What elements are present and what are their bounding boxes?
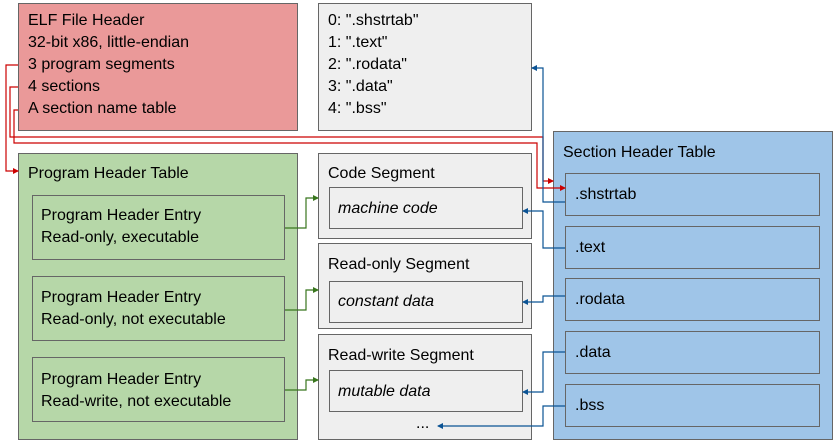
program-header-entry-flags: Read-only, executable bbox=[41, 229, 200, 246]
string-table-entry: 4: ".bss" bbox=[328, 100, 387, 117]
string-table-entry: 0: ".shstrtab" bbox=[328, 12, 419, 29]
elf-header-line: 32-bit x86, little-endian bbox=[28, 34, 189, 51]
segment-content: mutable data bbox=[329, 370, 523, 412]
section-name: .bss bbox=[575, 397, 605, 414]
elf-header-line: A section name table bbox=[28, 100, 177, 117]
elf-header-line: 4 sections bbox=[28, 78, 101, 95]
segment-title: Read-only Segment bbox=[328, 256, 470, 273]
section-header-table-title: Section Header Table bbox=[563, 144, 716, 161]
program-header-entry-label: Program Header Entry bbox=[41, 289, 202, 306]
program-header-entry: Program Header Entry Read-write, not exe… bbox=[32, 357, 285, 422]
section-header-entry-text: .text bbox=[565, 226, 820, 269]
section-name: .data bbox=[575, 344, 611, 361]
elf-header-line: 3 program segments bbox=[28, 56, 175, 73]
section-name: .text bbox=[575, 239, 606, 256]
more-ellipsis: ... bbox=[416, 415, 430, 432]
string-table-entry: 1: ".text" bbox=[328, 34, 388, 51]
section-name: .shstrtab bbox=[575, 186, 637, 203]
segment-title: Read-write Segment bbox=[328, 347, 474, 364]
section-header-entry-data: .data bbox=[565, 331, 820, 374]
segment-content: machine code bbox=[329, 187, 523, 229]
program-header-entry: Program Header Entry Read-only, executab… bbox=[32, 195, 285, 260]
elf-header-line: ELF File Header bbox=[28, 12, 145, 29]
segment-content-label: mutable data bbox=[338, 383, 431, 400]
section-header-entry-bss: .bss bbox=[565, 384, 820, 427]
segment-title: Code Segment bbox=[328, 165, 435, 182]
section-header-entry-shstrtab: .shstrtab bbox=[565, 173, 820, 216]
section-header-entry-rodata: .rodata bbox=[565, 278, 820, 321]
arrow-elf-to-program-header-table bbox=[5, 64, 19, 174]
program-header-entry: Program Header Entry Read-only, not exec… bbox=[32, 276, 285, 341]
program-header-table-title: Program Header Table bbox=[28, 165, 189, 182]
segment-content-label: machine code bbox=[338, 200, 438, 217]
segment-content-label: constant data bbox=[338, 293, 435, 310]
elf-file-header: ELF File Header 32-bit x86, little-endia… bbox=[18, 3, 298, 131]
program-header-entry-label: Program Header Entry bbox=[41, 207, 202, 224]
section-name: .rodata bbox=[575, 291, 625, 308]
program-header-entry-flags: Read-write, not executable bbox=[41, 393, 232, 410]
string-table-entry: 3: ".data" bbox=[328, 78, 393, 95]
string-table-entry: 2: ".rodata" bbox=[328, 56, 407, 73]
program-header-entry-flags: Read-only, not executable bbox=[41, 311, 226, 328]
section-name-string-table: 0: ".shstrtab" 1: ".text" 2: ".rodata" 3… bbox=[318, 3, 532, 131]
program-header-entry-label: Program Header Entry bbox=[41, 371, 202, 388]
segment-content: constant data bbox=[329, 281, 523, 323]
